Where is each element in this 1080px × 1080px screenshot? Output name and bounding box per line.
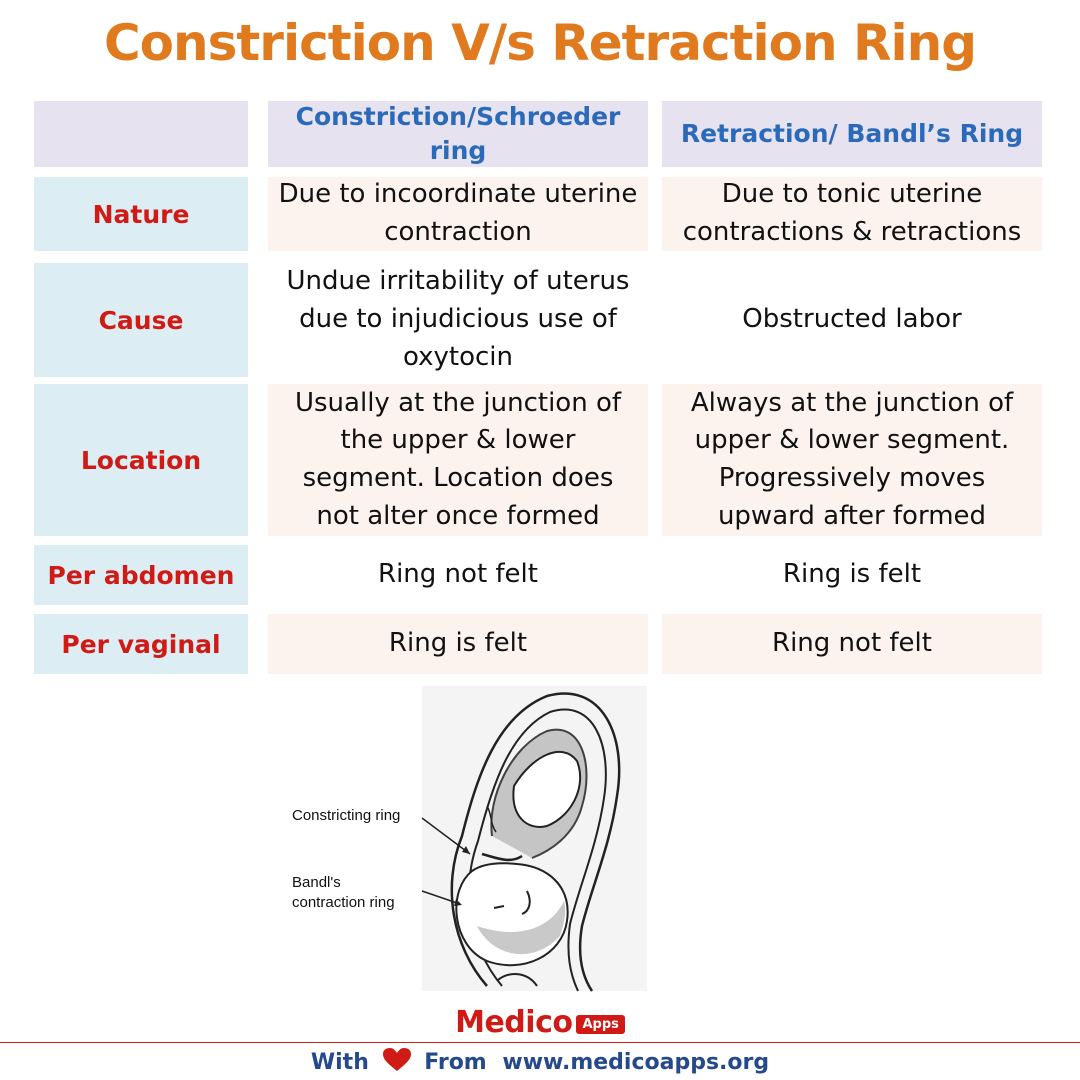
label-bandl-line-1: Bandl's: [292, 874, 341, 891]
row-label-per-abdomen: Per abdomen: [34, 545, 248, 605]
row-label-cause: Cause: [34, 263, 248, 377]
nature-retraction: Due to tonic uterine contractions & retr…: [662, 177, 1042, 251]
header-empty-cell: [34, 101, 248, 167]
heart-icon: [382, 1048, 411, 1078]
row-label-location: Location: [34, 384, 248, 536]
page-title: Constriction V/s Retraction Ring: [103, 14, 977, 72]
uterus-drawing: [421, 686, 647, 992]
label-constricting-ring: Constricting ring: [292, 807, 401, 824]
location-retraction: Always at the junction of upper & lower …: [662, 384, 1042, 536]
label-bandl-line-2: contraction ring: [292, 894, 395, 912]
logo-text: Medico: [455, 1005, 573, 1040]
footer-url[interactable]: www.medicoapps.org: [502, 1050, 770, 1075]
per-vaginal-retraction: Ring not felt: [662, 614, 1042, 674]
footer-with: With: [310, 1050, 369, 1075]
footer: With From www.medicoapps.org: [0, 1048, 1080, 1078]
header-constriction: Constriction/Schroeder ring: [268, 101, 648, 167]
nature-constriction: Due to incoordinate uterine contraction: [268, 177, 648, 251]
header-retraction: Retraction/ Bandl’s Ring: [662, 101, 1042, 167]
footer-divider: [0, 1042, 1080, 1043]
location-constriction: Usually at the junction of the upper & l…: [268, 384, 648, 536]
logo-badge: Apps: [576, 1015, 625, 1034]
per-abdomen-constriction: Ring not felt: [378, 559, 538, 590]
row-label-per-vaginal: Per vaginal: [34, 614, 248, 674]
label-bandl-ring: Bandl's contraction ring: [292, 873, 395, 914]
per-abdomen-retraction: Ring is felt: [782, 559, 922, 590]
per-vaginal-constriction: Ring is felt: [268, 614, 648, 674]
row-label-nature: Nature: [34, 177, 248, 251]
cause-retraction: Obstructed labor: [742, 304, 962, 335]
uterus-illustration: [282, 686, 652, 996]
cause-constriction: Undue irritability of uterus due to inju…: [286, 266, 630, 372]
footer-from: From: [424, 1050, 487, 1075]
